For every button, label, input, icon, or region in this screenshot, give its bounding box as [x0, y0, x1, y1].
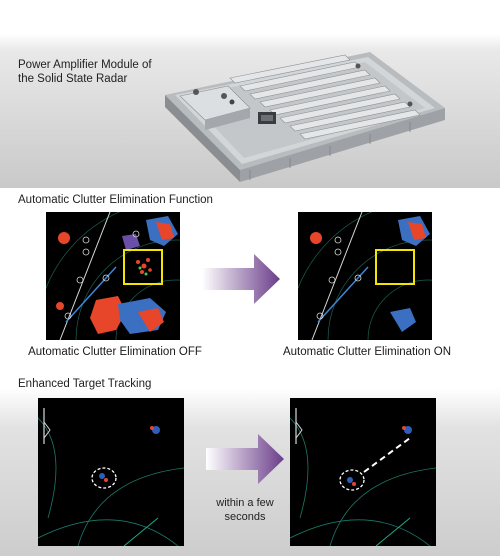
within-seconds-note: within a few seconds: [200, 496, 290, 524]
transition-arrow-icon: [202, 254, 282, 304]
power-amplifier-section: Power Amplifier Module of the Solid Stat…: [0, 0, 500, 188]
transition-arrow-icon-2: [206, 434, 286, 484]
tracking-heading: Enhanced Target Tracking: [18, 378, 152, 390]
radar-panel-tracking-before: [38, 398, 184, 546]
clutter-off-label: Automatic Clutter Elimination OFF: [28, 346, 202, 358]
clutter-on-label: Automatic Clutter Elimination ON: [282, 346, 452, 358]
within-line1: within a few: [216, 497, 274, 509]
module-caption-line1: Power Amplifier Module of: [18, 59, 152, 71]
module-caption: Power Amplifier Module of the Solid Stat…: [18, 58, 152, 86]
clutter-heading: Automatic Clutter Elimination Function: [18, 194, 213, 206]
module-caption-line2: the Solid State Radar: [18, 73, 128, 85]
power-amplifier-module-image: [165, 52, 445, 182]
radar-panel-tracking-after: [290, 398, 436, 546]
within-line2: seconds: [224, 511, 266, 523]
clutter-elimination-section: Automatic Clutter Elimination Function: [0, 188, 500, 368]
radar-panel-clutter-on: [298, 212, 432, 340]
target-tracking-section: Enhanced Target Tracking: [0, 368, 500, 556]
radar-panel-clutter-off: [46, 212, 180, 340]
